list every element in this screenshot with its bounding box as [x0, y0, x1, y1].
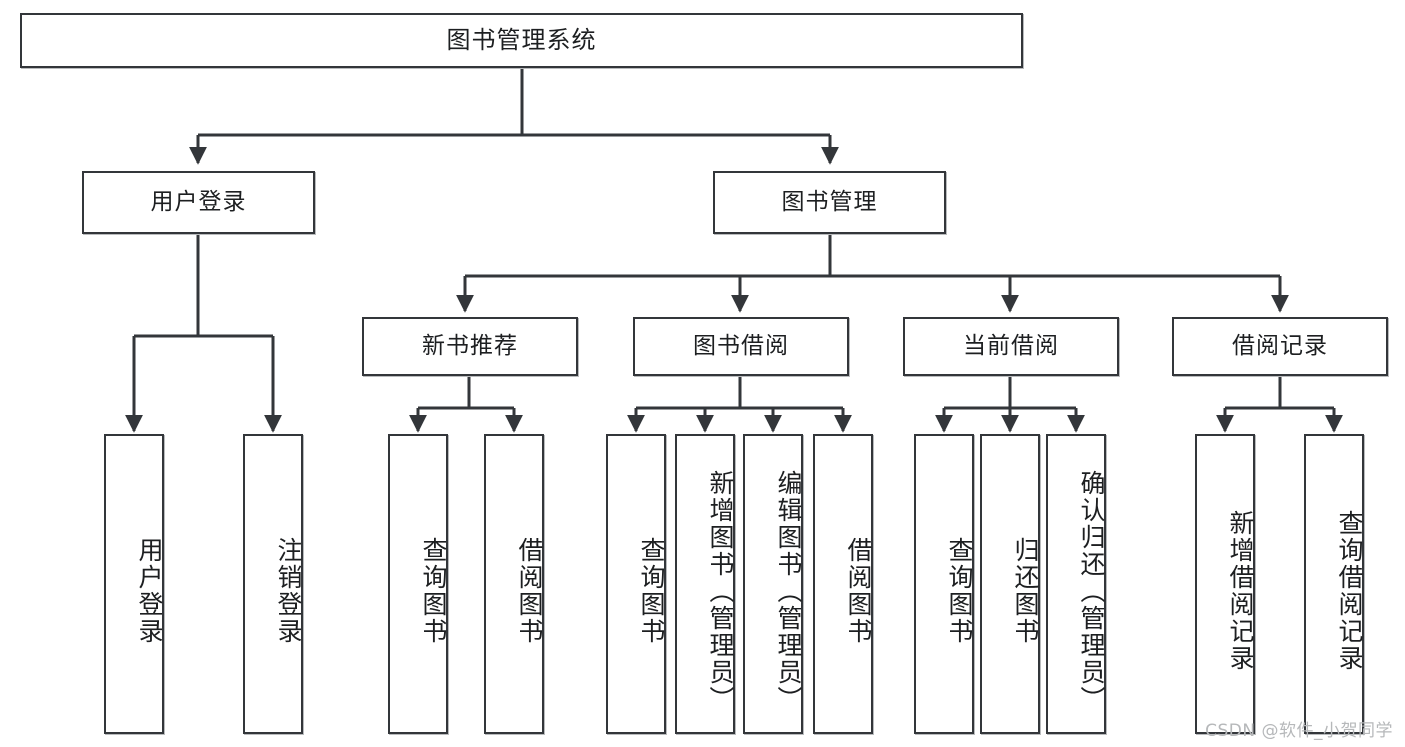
leaf-current-confirm-return-admin[interactable]: 确认归还（管理员）	[1046, 434, 1106, 734]
node-label: 确认归还（管理员）	[1077, 469, 1106, 713]
node-user-login[interactable]: 用户登录	[82, 171, 315, 234]
node-current-borrow[interactable]: 当前借阅	[903, 317, 1119, 376]
leaf-borrow-edit-book-admin[interactable]: 编辑图书（管理员）	[743, 434, 803, 734]
node-label: 新书推荐	[422, 332, 518, 359]
node-root-system[interactable]: 图书管理系统	[20, 13, 1023, 68]
leaf-user-login-login[interactable]: 用户登录	[104, 434, 164, 734]
node-label: 用户登录	[150, 188, 247, 215]
leaf-current-return-book[interactable]: 归还图书	[980, 434, 1040, 734]
node-label: 查询借阅记录	[1335, 510, 1364, 672]
node-label: 借阅图书	[844, 537, 873, 645]
node-label: 图书管理系统	[446, 26, 597, 55]
node-book-borrow[interactable]: 图书借阅	[633, 317, 849, 376]
leaf-new-book-borrow[interactable]: 借阅图书	[484, 434, 544, 734]
node-label: 归还图书	[1011, 537, 1040, 645]
leaf-current-query-book[interactable]: 查询图书	[914, 434, 974, 734]
watermark: CSDN @软件_小贺同学	[1205, 721, 1393, 741]
node-label: 借阅图书	[515, 537, 544, 645]
node-label: 图书借阅	[693, 332, 789, 359]
node-label: 图书管理	[781, 188, 878, 215]
leaf-user-login-logout[interactable]: 注销登录	[243, 434, 303, 734]
node-label: 用户登录	[135, 537, 164, 645]
leaf-record-add-record[interactable]: 新增借阅记录	[1195, 434, 1255, 734]
node-label: 查询图书	[945, 537, 974, 645]
node-label: 查询图书	[419, 537, 448, 645]
node-label: 编辑图书（管理员）	[774, 469, 803, 713]
leaf-borrow-borrow-book[interactable]: 借阅图书	[813, 434, 873, 734]
node-label: 查询图书	[637, 537, 666, 645]
leaf-borrow-add-book-admin[interactable]: 新增图书（管理员）	[675, 434, 735, 734]
node-label: 借阅记录	[1232, 332, 1328, 359]
node-borrow-record[interactable]: 借阅记录	[1172, 317, 1388, 376]
node-label: 新增图书（管理员）	[706, 469, 735, 713]
node-book-management[interactable]: 图书管理	[713, 171, 946, 234]
node-new-book-recommend[interactable]: 新书推荐	[362, 317, 578, 376]
leaf-new-book-query[interactable]: 查询图书	[388, 434, 448, 734]
node-label: 新增借阅记录	[1226, 510, 1255, 672]
node-label: 当前借阅	[963, 332, 1059, 359]
node-label: 注销登录	[274, 537, 303, 645]
leaf-borrow-query-book[interactable]: 查询图书	[606, 434, 666, 734]
leaf-record-query-record[interactable]: 查询借阅记录	[1304, 434, 1364, 734]
